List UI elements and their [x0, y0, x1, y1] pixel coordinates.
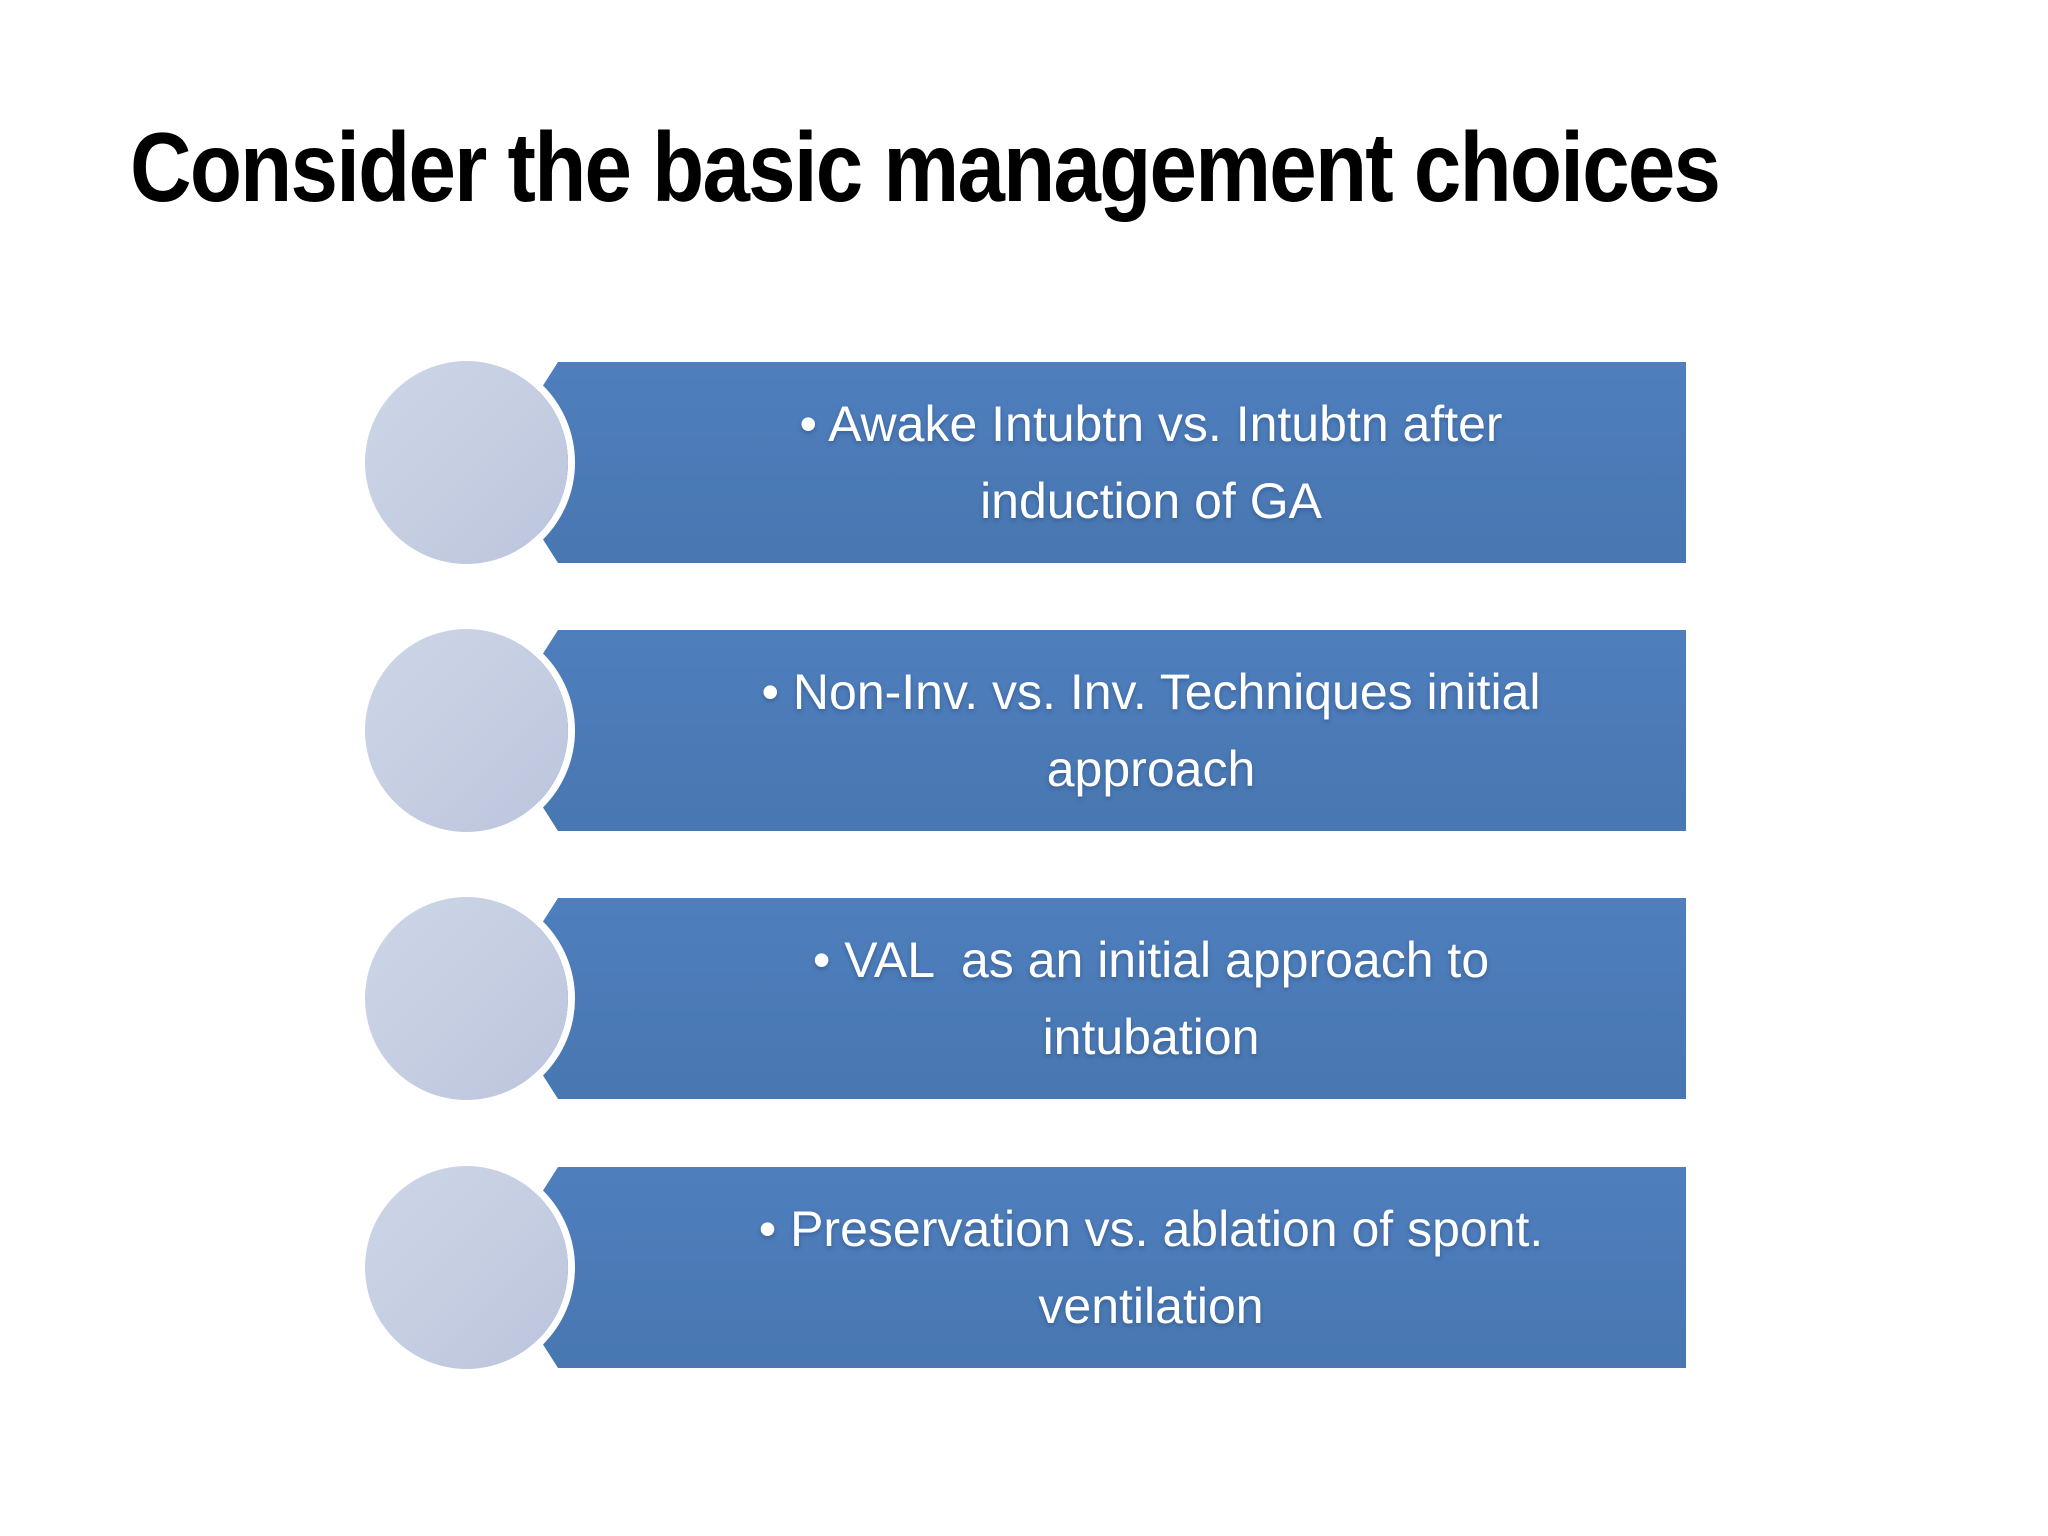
- banner-text-line-1: • Awake Intubtn vs. Intubtn after: [799, 395, 1503, 452]
- list-item: • VAL as an initial approach to intubati…: [365, 897, 1686, 1100]
- banner-text: • Awake Intubtn vs. Intubtn after induct…: [624, 362, 1678, 563]
- accent-circle: [365, 361, 568, 564]
- list-item: • Awake Intubtn vs. Intubtn after induct…: [365, 361, 1686, 564]
- banner-text: • Non-Inv. vs. Inv. Techniques initial a…: [624, 630, 1678, 831]
- banner-text: • VAL as an initial approach to intubati…: [624, 898, 1678, 1099]
- banner-text-line-1: • VAL as an initial approach to: [812, 931, 1490, 988]
- banner-text-line-2: intubation: [1042, 1008, 1260, 1065]
- accent-circle: [365, 1166, 568, 1369]
- banner-shape: [494, 362, 1686, 563]
- list-item: • Non-Inv. vs. Inv. Techniques initial a…: [365, 629, 1686, 832]
- banner-text-line-1: • Preservation vs. ablation of spont.: [758, 1200, 1544, 1257]
- banner-shape: [494, 898, 1686, 1099]
- banner-shape: [494, 1167, 1686, 1368]
- banner-text-line-2: ventilation: [1038, 1277, 1264, 1334]
- banner-text-line-2: approach: [1046, 740, 1256, 797]
- slide-title: Consider the basic management choices: [130, 112, 1721, 222]
- banner-text-line-2: induction of GA: [980, 472, 1322, 529]
- accent-circle: [365, 629, 568, 832]
- banner-text-line-1: • Non-Inv. vs. Inv. Techniques initial: [761, 663, 1541, 720]
- list-item: • Preservation vs. ablation of spont. ve…: [365, 1166, 1686, 1369]
- banner-shape: [494, 630, 1686, 831]
- accent-circle: [365, 897, 568, 1100]
- banner-text: • Preservation vs. ablation of spont. ve…: [624, 1167, 1678, 1368]
